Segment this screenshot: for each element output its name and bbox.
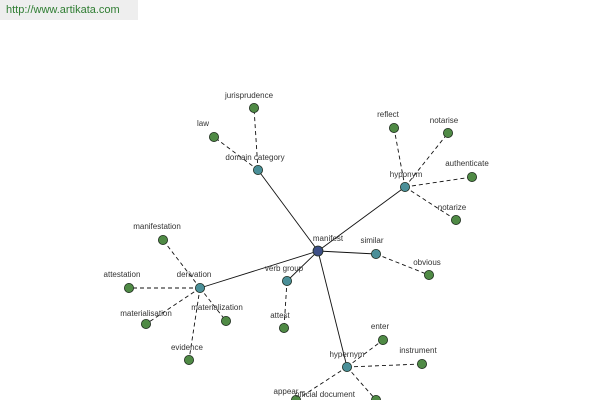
node-evidence[interactable]: evidence: [171, 343, 204, 365]
node-attestation[interactable]: attestation: [104, 270, 141, 293]
node-enter-dot[interactable]: [377, 334, 388, 345]
node-manifest-dot[interactable]: [312, 245, 324, 257]
node-manifestation-label[interactable]: manifestation: [133, 222, 181, 231]
node-manifestation[interactable]: manifestation: [133, 222, 181, 245]
node-instrument-dot[interactable]: [416, 358, 427, 369]
node-attest-label[interactable]: attest: [270, 311, 290, 320]
node-materialization[interactable]: materialization: [191, 303, 243, 326]
node-hyponym-label[interactable]: hyponym: [390, 170, 423, 179]
node-materialisation[interactable]: materialisation: [120, 309, 172, 329]
node-notarise[interactable]: notarise: [430, 116, 459, 138]
edge-manifest-derivation: [199, 250, 319, 289]
node-derivation[interactable]: derivation: [177, 270, 212, 293]
node-authenticate-label[interactable]: authenticate: [445, 159, 489, 168]
node-obvious-dot[interactable]: [423, 269, 434, 280]
node-verb-group-label[interactable]: verb group: [265, 264, 304, 273]
node-authenticate-dot[interactable]: [466, 171, 477, 182]
node-law-dot[interactable]: [208, 131, 219, 142]
node-domain-category-dot[interactable]: [252, 164, 263, 175]
edge-similar-obvious: [375, 253, 430, 276]
node-reflect-dot[interactable]: [388, 123, 399, 134]
node-verb-group-dot[interactable]: [281, 275, 292, 286]
node-similar-label[interactable]: similar: [360, 236, 383, 245]
node-hyponym[interactable]: hyponym: [390, 170, 423, 192]
node-instrument[interactable]: instrument: [399, 346, 437, 369]
node-materialisation-label[interactable]: materialisation: [120, 309, 172, 318]
node-attest[interactable]: attest: [270, 311, 291, 333]
edge-derivation-materialisation: [145, 287, 201, 325]
edge-hypernym-enter: [346, 339, 384, 368]
node-materialization-dot[interactable]: [220, 315, 231, 326]
node-notarise-label[interactable]: notarise: [430, 116, 459, 125]
node-official-document[interactable]: official document: [295, 390, 381, 400]
edge-manifest-similar: [317, 250, 377, 255]
node-evidence-label[interactable]: evidence: [171, 343, 204, 352]
node-manifestation-dot[interactable]: [157, 234, 168, 245]
edge-hypernym-instrument: [346, 363, 423, 368]
edge-domain-category-jurisprudence: [253, 107, 259, 171]
source-url[interactable]: http://www.artikata.com: [0, 0, 138, 20]
node-jurisprudence-label[interactable]: jurisprudence: [224, 91, 274, 100]
edge-derivation-evidence: [188, 287, 201, 361]
edge-manifest-verb-group: [286, 250, 319, 282]
edge-hypernym-appear: [295, 366, 348, 400]
node-jurisprudence[interactable]: jurisprudence: [224, 91, 274, 114]
node-evidence-dot[interactable]: [183, 354, 194, 365]
edge-manifest-hyponym: [317, 186, 406, 252]
node-hypernym-dot[interactable]: [341, 361, 352, 372]
node-law-label[interactable]: law: [197, 119, 209, 128]
node-domain-category-label[interactable]: domain category: [225, 153, 284, 162]
node-similar[interactable]: similar: [360, 236, 384, 259]
node-enter-label[interactable]: enter: [371, 322, 390, 331]
node-domain-category[interactable]: domain category: [225, 153, 285, 175]
node-instrument-label[interactable]: instrument: [399, 346, 437, 355]
node-official-document-label[interactable]: official document: [295, 390, 356, 399]
node-enter[interactable]: enter: [371, 322, 390, 345]
node-derivation-dot[interactable]: [194, 282, 205, 293]
node-materialisation-dot[interactable]: [140, 318, 151, 329]
node-hyponym-dot[interactable]: [399, 181, 410, 192]
node-reflect[interactable]: reflect: [377, 110, 400, 134]
node-notarize-label[interactable]: notarize: [438, 203, 467, 212]
edge-hypernym-official-document: [346, 366, 377, 400]
node-notarize[interactable]: notarize: [438, 203, 467, 225]
node-obvious-label[interactable]: obvious: [413, 258, 441, 267]
node-manifest-label[interactable]: manifest: [313, 234, 344, 243]
node-reflect-label[interactable]: reflect: [377, 110, 400, 119]
edge-derivation-manifestation: [162, 239, 201, 289]
edge-manifest-hypernym: [317, 250, 348, 368]
edge-hyponym-reflect: [393, 127, 406, 188]
node-derivation-label[interactable]: derivation: [177, 270, 212, 279]
node-hypernym[interactable]: hypernym: [329, 350, 365, 372]
edge-hyponym-notarize: [404, 186, 457, 221]
node-similar-dot[interactable]: [370, 248, 381, 259]
edge-derivation-materialization: [199, 287, 227, 322]
node-notarize-dot[interactable]: [450, 214, 461, 225]
edge-hyponym-notarise: [404, 132, 449, 188]
node-attest-dot[interactable]: [278, 322, 289, 333]
node-hypernym-label[interactable]: hypernym: [329, 350, 364, 359]
edge-domain-category-law: [213, 136, 259, 171]
node-jurisprudence-dot[interactable]: [248, 103, 259, 114]
node-attestation-label[interactable]: attestation: [104, 270, 141, 279]
node-materialization-label[interactable]: materialization: [191, 303, 243, 312]
node-authenticate[interactable]: authenticate: [445, 159, 489, 182]
node-obvious[interactable]: obvious: [413, 258, 441, 280]
node-notarise-dot[interactable]: [442, 127, 453, 138]
node-verb-group[interactable]: verb group: [265, 264, 304, 286]
node-attestation-dot[interactable]: [124, 282, 135, 293]
edge-verb-group-attest: [283, 280, 288, 329]
edge-manifest-domain-category: [257, 169, 319, 252]
node-manifest[interactable]: manifest: [312, 234, 344, 257]
node-appear-label[interactable]: appear: [274, 387, 299, 396]
edge-hyponym-authenticate: [404, 176, 473, 188]
node-law[interactable]: law: [197, 119, 219, 142]
